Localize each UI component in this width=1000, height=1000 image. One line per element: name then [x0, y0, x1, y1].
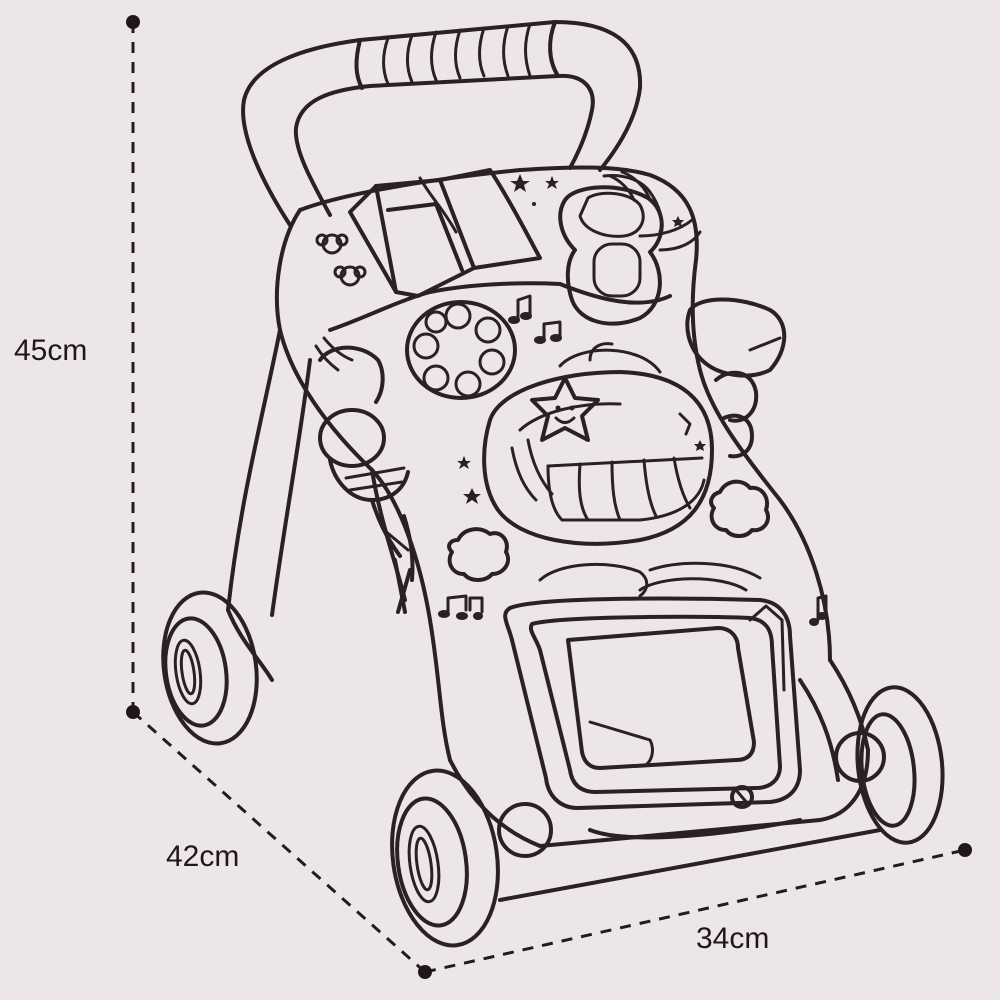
cloud-buttons	[447, 479, 771, 582]
decorative-stars	[457, 174, 706, 504]
music-note-right	[809, 594, 828, 626]
side-details	[314, 170, 652, 372]
piano-panel	[482, 342, 714, 546]
rear-left-leg	[226, 328, 312, 682]
music-notes	[438, 294, 828, 626]
music-note-bottom	[438, 594, 484, 620]
height-top-endpoint	[126, 15, 140, 29]
dimension-guides	[126, 15, 972, 979]
axle-cap-right	[834, 731, 886, 783]
width-dimension-line	[424, 848, 966, 974]
rear-right-leg	[798, 658, 870, 782]
depth-label: 42cm	[166, 840, 240, 873]
music-note-small	[678, 412, 692, 436]
height-bottom-endpoint	[126, 705, 140, 719]
right-bead-toy	[685, 297, 787, 459]
flower-buttons	[315, 233, 367, 287]
bead-dial	[405, 300, 517, 400]
smiling-star-face	[530, 376, 600, 442]
height-label: 45cm	[14, 334, 88, 367]
axle-cap-left	[497, 802, 553, 858]
width-label: 34cm	[696, 922, 770, 955]
flip-book-toy	[348, 168, 542, 298]
left-bead-toy	[318, 345, 415, 614]
depth-front-endpoint	[418, 965, 432, 979]
music-note-top	[508, 294, 532, 324]
handle-grip-ridges	[382, 22, 532, 86]
music-note-top-right	[534, 320, 562, 344]
depth-dimension-line	[132, 710, 426, 974]
drawing-board	[503, 561, 802, 810]
push-handle	[241, 20, 643, 227]
wheel-rear-left	[161, 590, 259, 746]
width-right-endpoint	[958, 843, 972, 857]
wheel-front-right	[855, 685, 945, 845]
toy-phone	[558, 174, 702, 326]
wheel-front-left	[390, 768, 500, 948]
base-frame	[448, 748, 882, 902]
